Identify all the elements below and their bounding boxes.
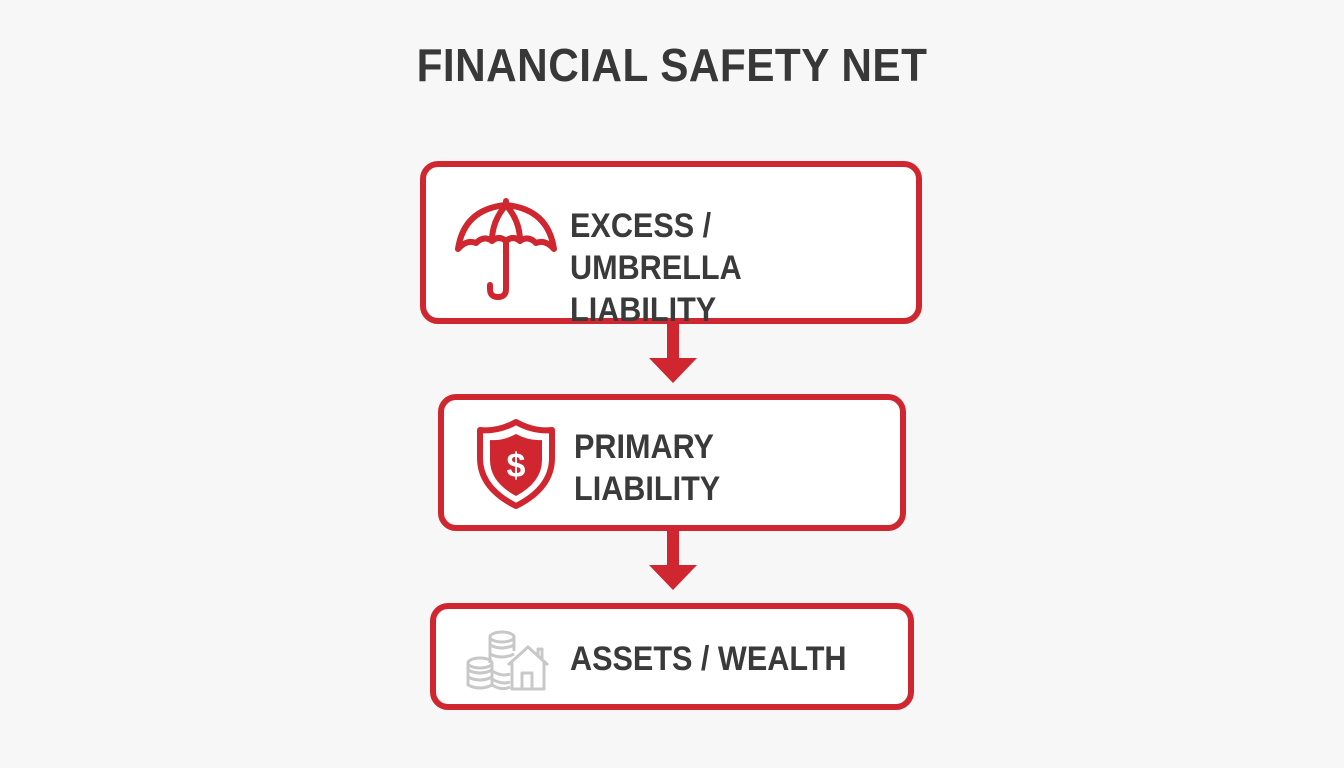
umbrella-icon	[455, 198, 557, 300]
primary-liability-box: $ PRIMARY LIABILITY	[438, 394, 906, 531]
arrow-down-2	[649, 529, 697, 590]
assets-wealth-label: ASSETS / WEALTH	[570, 640, 847, 678]
diagram-title: FINANCIAL SAFETY NET	[416, 39, 928, 91]
shield-dollar-icon: $	[477, 419, 555, 509]
primary-liability-label: PRIMARY LIABILITY	[574, 428, 721, 508]
coins-house-icon	[466, 630, 550, 691]
svg-text:$: $	[507, 447, 526, 485]
arrow-down-1	[649, 322, 697, 383]
umbrella-liability-label: EXCESS / UMBRELLA LIABILITY	[570, 207, 742, 329]
umbrella-liability-box: EXCESS / UMBRELLA LIABILITY	[420, 161, 922, 329]
assets-wealth-box: ASSETS / WEALTH	[430, 603, 914, 710]
